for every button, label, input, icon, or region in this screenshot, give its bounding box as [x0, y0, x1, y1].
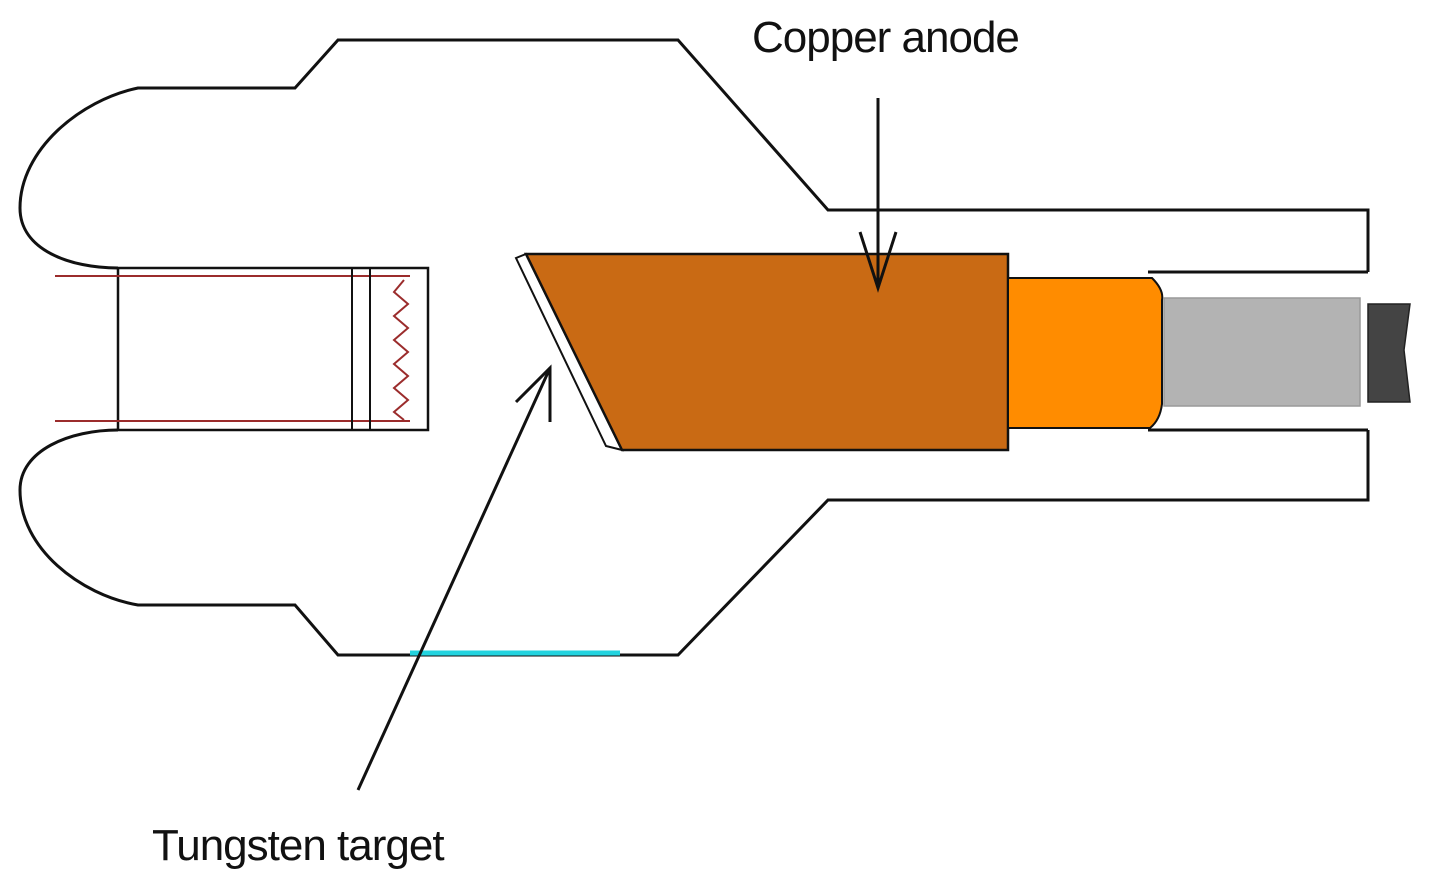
envelope-upper-outline: [18, 38, 1370, 272]
tungsten-target-pointer: [356, 364, 552, 791]
copper-stem: [1007, 277, 1164, 429]
copper-anode-pointer: [858, 98, 898, 293]
stem-shaft: [1163, 297, 1361, 407]
filament-coil: [392, 279, 410, 421]
arrow-icon: [858, 231, 898, 293]
arrow-icon: [514, 364, 552, 422]
tungsten-target-label: Tungsten target: [152, 821, 444, 870]
cathode-assembly: [55, 266, 430, 432]
stem-end-cap: [1367, 303, 1411, 403]
arrow-icon: [356, 367, 552, 791]
copper-anode-label: Copper anode: [752, 13, 1019, 62]
cathode-cup: [116, 266, 430, 432]
copper-anode-block: [523, 252, 1010, 452]
anode-assembly: [514, 252, 1411, 452]
envelope-lower-outline: [18, 428, 1370, 657]
